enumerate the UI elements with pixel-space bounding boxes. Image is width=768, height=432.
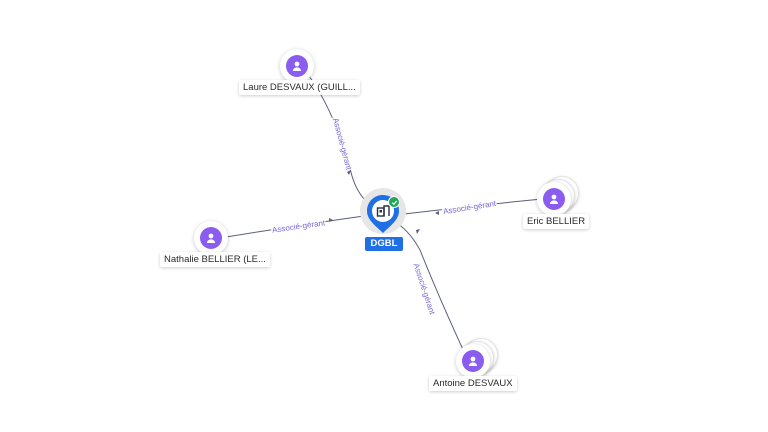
person-label[interactable]: Eric BELLIER: [523, 214, 590, 229]
person-icon: [200, 227, 222, 249]
person-icon: [462, 350, 484, 372]
edge-arrow: [329, 218, 333, 222]
person-disc: [456, 344, 490, 378]
person-icon: [543, 188, 565, 210]
person-disc: [280, 49, 314, 83]
person-disc: [194, 221, 228, 255]
company-label[interactable]: DGBL: [365, 237, 403, 251]
edge-arrow: [347, 170, 351, 175]
person-node-eric[interactable]: [537, 182, 571, 216]
edge-arrow: [435, 211, 439, 215]
check-badge-icon: [388, 196, 400, 208]
person-node-antoine[interactable]: [456, 344, 490, 378]
edge-arrow: [416, 229, 420, 234]
person-disc: [537, 182, 571, 216]
person-node-laure[interactable]: [280, 49, 314, 83]
building-icon: [376, 205, 390, 217]
person-label[interactable]: Nathalie BELLIER (LE...: [160, 252, 270, 267]
person-node-nathalie[interactable]: [194, 221, 228, 255]
person-label[interactable]: Laure DESVAUX (GUILL...: [239, 80, 360, 95]
person-icon: [286, 55, 308, 77]
person-label[interactable]: Antoine DESVAUX: [429, 376, 517, 391]
edge-antoine: [397, 223, 467, 357]
